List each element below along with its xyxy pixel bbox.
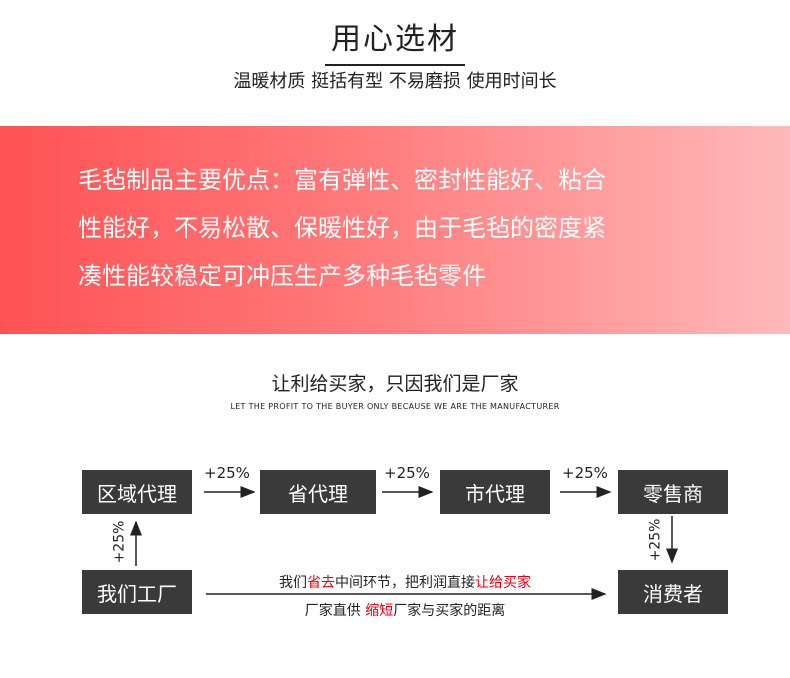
- markup-label-2: +25%: [384, 464, 430, 482]
- box-city-agent: 市代理: [440, 470, 550, 514]
- note-give-buyer-highlight: 让给买家: [475, 575, 531, 591]
- advantages-text: 毛毡制品主要优点：富有弹性、密封性能好、粘合 性能好，不易松散、保暖性好，由于毛…: [78, 156, 728, 300]
- advantages-line-3: 凑性能较稳定可冲压生产多种毛毡零件: [78, 262, 486, 290]
- note-direct: 厂家直供: [304, 603, 366, 619]
- header: 用心选材: [0, 10, 790, 66]
- markup-label-right: +25%: [647, 518, 664, 562]
- direct-supply-note: 我们省去中间环节，把利润直接让给买家: [210, 572, 600, 592]
- advantages-line-2: 性能好，不易松散、保暖性好，由于毛毡的密度紧: [78, 214, 606, 242]
- section-subtitle: LET THE PROFIT TO THE BUYER ONLY BECAUSE…: [230, 402, 560, 411]
- markup-label-1: +25%: [204, 464, 250, 482]
- note-shorten-highlight: 缩短: [365, 603, 394, 619]
- box-regional-agent: 区域代理: [82, 470, 192, 514]
- markup-label-3: +25%: [562, 464, 608, 482]
- box-factory: 我们工厂: [82, 570, 192, 614]
- note-save-highlight: 省去: [307, 575, 335, 591]
- advantages-banner: 毛毡制品主要优点：富有弹性、密封性能好、粘合 性能好，不易松散、保暖性好，由于毛…: [0, 126, 790, 334]
- note-middle: 中间环节，把利润直接: [335, 575, 475, 591]
- markup-label-left: +25%: [111, 520, 128, 564]
- note-we: 我们: [279, 575, 307, 591]
- advantages-line-1: 毛毡制品主要优点：富有弹性、密封性能好、粘合: [78, 166, 606, 194]
- page-title: 用心选材: [325, 10, 465, 66]
- box-province-agent: 省代理: [260, 470, 376, 514]
- section-title: 让利给买家，只因我们是厂家: [271, 373, 519, 395]
- box-consumer: 消费者: [618, 570, 728, 614]
- page-subtitle: 温暖材质 挺括有型 不易磨损 使用时间长: [233, 71, 557, 92]
- distance-note: 厂家直供 缩短厂家与买家的距离: [210, 600, 600, 620]
- box-retailer: 零售商: [618, 470, 728, 514]
- note-distance: 厂家与买家的距离: [393, 603, 506, 619]
